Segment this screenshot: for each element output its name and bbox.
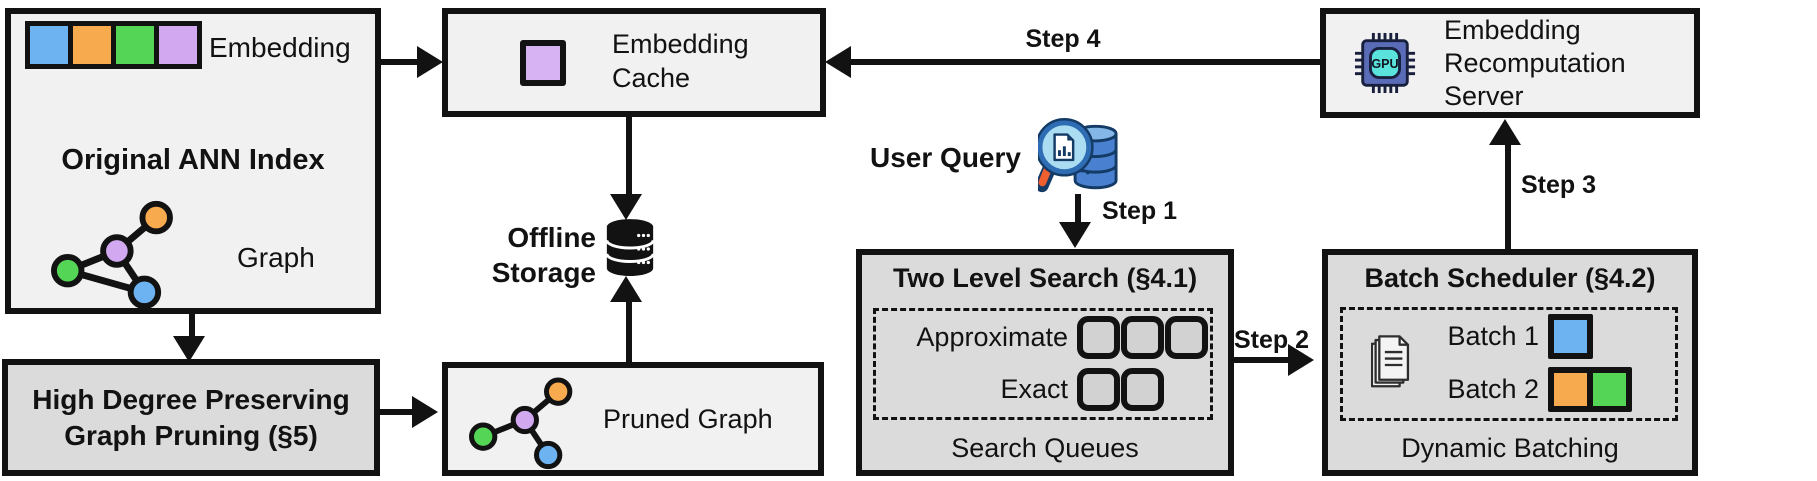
recompute-server-title-line1: Embedding xyxy=(1444,14,1581,45)
dynamic-batching-group: Batch 1 Batch 2 xyxy=(1340,307,1678,421)
arrow-pruning-to-pruned-head xyxy=(412,396,438,428)
arrow-step4-head xyxy=(825,46,851,78)
embedding-label: Embedding xyxy=(209,32,351,63)
embedding-cache-title-line1: Embedding xyxy=(612,29,749,59)
arrow-step2-line xyxy=(1231,357,1291,363)
pruned-graph-box: Pruned Graph xyxy=(442,362,824,476)
step1-label: Step 1 xyxy=(1102,197,1178,225)
arrow-step2-head xyxy=(1288,344,1314,376)
queue-slot xyxy=(1165,316,1208,359)
embedding-vector-icon xyxy=(25,21,202,69)
pruned-graph-label: Pruned Graph xyxy=(603,404,773,434)
two-level-search-box: Two Level Search (§4.1) Approximate Exac… xyxy=(856,249,1234,476)
arrow-step1-line xyxy=(1075,194,1081,226)
batch2-cells xyxy=(1548,367,1632,412)
blue-cell xyxy=(30,26,68,64)
exact-queue-slots xyxy=(1077,368,1165,411)
arrow-cache-to-storage-head xyxy=(610,194,642,220)
graph-pruning-title-line2: Graph Pruning (§5) xyxy=(64,419,318,451)
arrow-pruning-to-pruned-line xyxy=(380,409,416,415)
gpu-icon: GPU xyxy=(1354,32,1416,94)
arrow-index-to-pruning-head xyxy=(173,336,205,362)
exact-label: Exact xyxy=(1000,374,1068,404)
cached-embedding-icon xyxy=(520,40,566,86)
gpu-chip-label: GPU xyxy=(1371,57,1398,71)
embedding-cache-title-line2: Cache xyxy=(612,63,691,93)
dynamic-batching-footer: Dynamic Batching xyxy=(1401,433,1619,463)
arrow-index-to-cache-line xyxy=(381,59,421,65)
query-search-icon xyxy=(1038,118,1118,193)
arrow-pruned-to-storage-line xyxy=(626,300,632,364)
queue-slot xyxy=(1077,368,1120,411)
arrow-index-to-pruning-line xyxy=(189,314,195,340)
graph-icon xyxy=(51,200,173,310)
approximate-queue-row: Approximate xyxy=(876,316,1209,359)
search-queues-group: Approximate Exact xyxy=(873,308,1213,420)
arrow-cache-to-storage-line xyxy=(626,113,632,198)
arrow-index-to-cache-head xyxy=(417,46,443,78)
batch2-row: Batch 2 xyxy=(1397,367,1632,412)
orange-cell xyxy=(73,26,111,64)
offline-storage-label-line2: Storage xyxy=(491,257,596,288)
blue-cell xyxy=(1548,314,1593,359)
arrow-step1-head xyxy=(1059,222,1091,248)
two-level-search-title: Two Level Search (§4.1) xyxy=(892,263,1198,293)
batch2-label: Batch 2 xyxy=(1447,374,1539,404)
offline-storage-label-line1: Offline xyxy=(507,222,596,253)
embedding-cache-title: Embedding Cache xyxy=(612,27,749,95)
queue-slot xyxy=(1121,368,1164,411)
offline-storage-label: Offline Storage xyxy=(478,220,596,290)
green-cell xyxy=(116,26,154,64)
step3-label: Step 3 xyxy=(1521,171,1597,199)
recompute-server-title: Embedding Recomputation Server xyxy=(1444,14,1626,113)
original-ann-index-title: Original ANN Index xyxy=(61,144,325,176)
arrow-pruned-to-storage-head xyxy=(610,276,642,302)
graph-pruning-title-line1: High Degree Preserving xyxy=(32,383,350,415)
step4-label: Step 4 xyxy=(1025,25,1101,53)
approximate-queue-slots xyxy=(1077,316,1209,359)
green-cell xyxy=(1587,367,1632,412)
batch-scheduler-title: Batch Scheduler (§4.2) xyxy=(1364,263,1656,293)
recompute-server-title-line3: Server xyxy=(1444,80,1524,111)
graph-pruning-box: High Degree Preserving Graph Pruning (§5… xyxy=(2,359,380,476)
exact-queue-row: Exact xyxy=(876,368,1165,411)
embedding-cache-box: Embedding Cache xyxy=(442,8,826,117)
arrow-step4-line xyxy=(851,59,1320,65)
pruned-graph-icon xyxy=(468,377,573,470)
database-icon xyxy=(605,219,655,276)
batch-scheduler-box: Batch Scheduler (§4.2) Batch 1 xyxy=(1322,249,1698,476)
user-query-label: User Query xyxy=(870,142,1021,173)
graph-label: Graph xyxy=(237,242,315,273)
original-ann-index-box: Embedding Original ANN Index Graph xyxy=(5,8,381,314)
approximate-label: Approximate xyxy=(916,322,1068,352)
queue-slot xyxy=(1077,316,1120,359)
search-queues-footer: Search Queues xyxy=(951,433,1139,463)
batch1-cells xyxy=(1548,314,1593,359)
documents-icon xyxy=(1371,335,1410,388)
step2-label: Step 2 xyxy=(1234,326,1310,354)
batch1-label: Batch 1 xyxy=(1447,321,1539,351)
arrow-step3-head xyxy=(1489,119,1521,145)
recompute-server-title-line2: Recomputation xyxy=(1444,47,1626,78)
purple-cell xyxy=(159,26,197,64)
arrow-step3-line xyxy=(1505,144,1511,250)
batch1-row: Batch 1 xyxy=(1397,314,1593,359)
queue-slot xyxy=(1121,316,1164,359)
recompute-server-box: GPU Embedding Recomputation Server xyxy=(1320,8,1700,118)
